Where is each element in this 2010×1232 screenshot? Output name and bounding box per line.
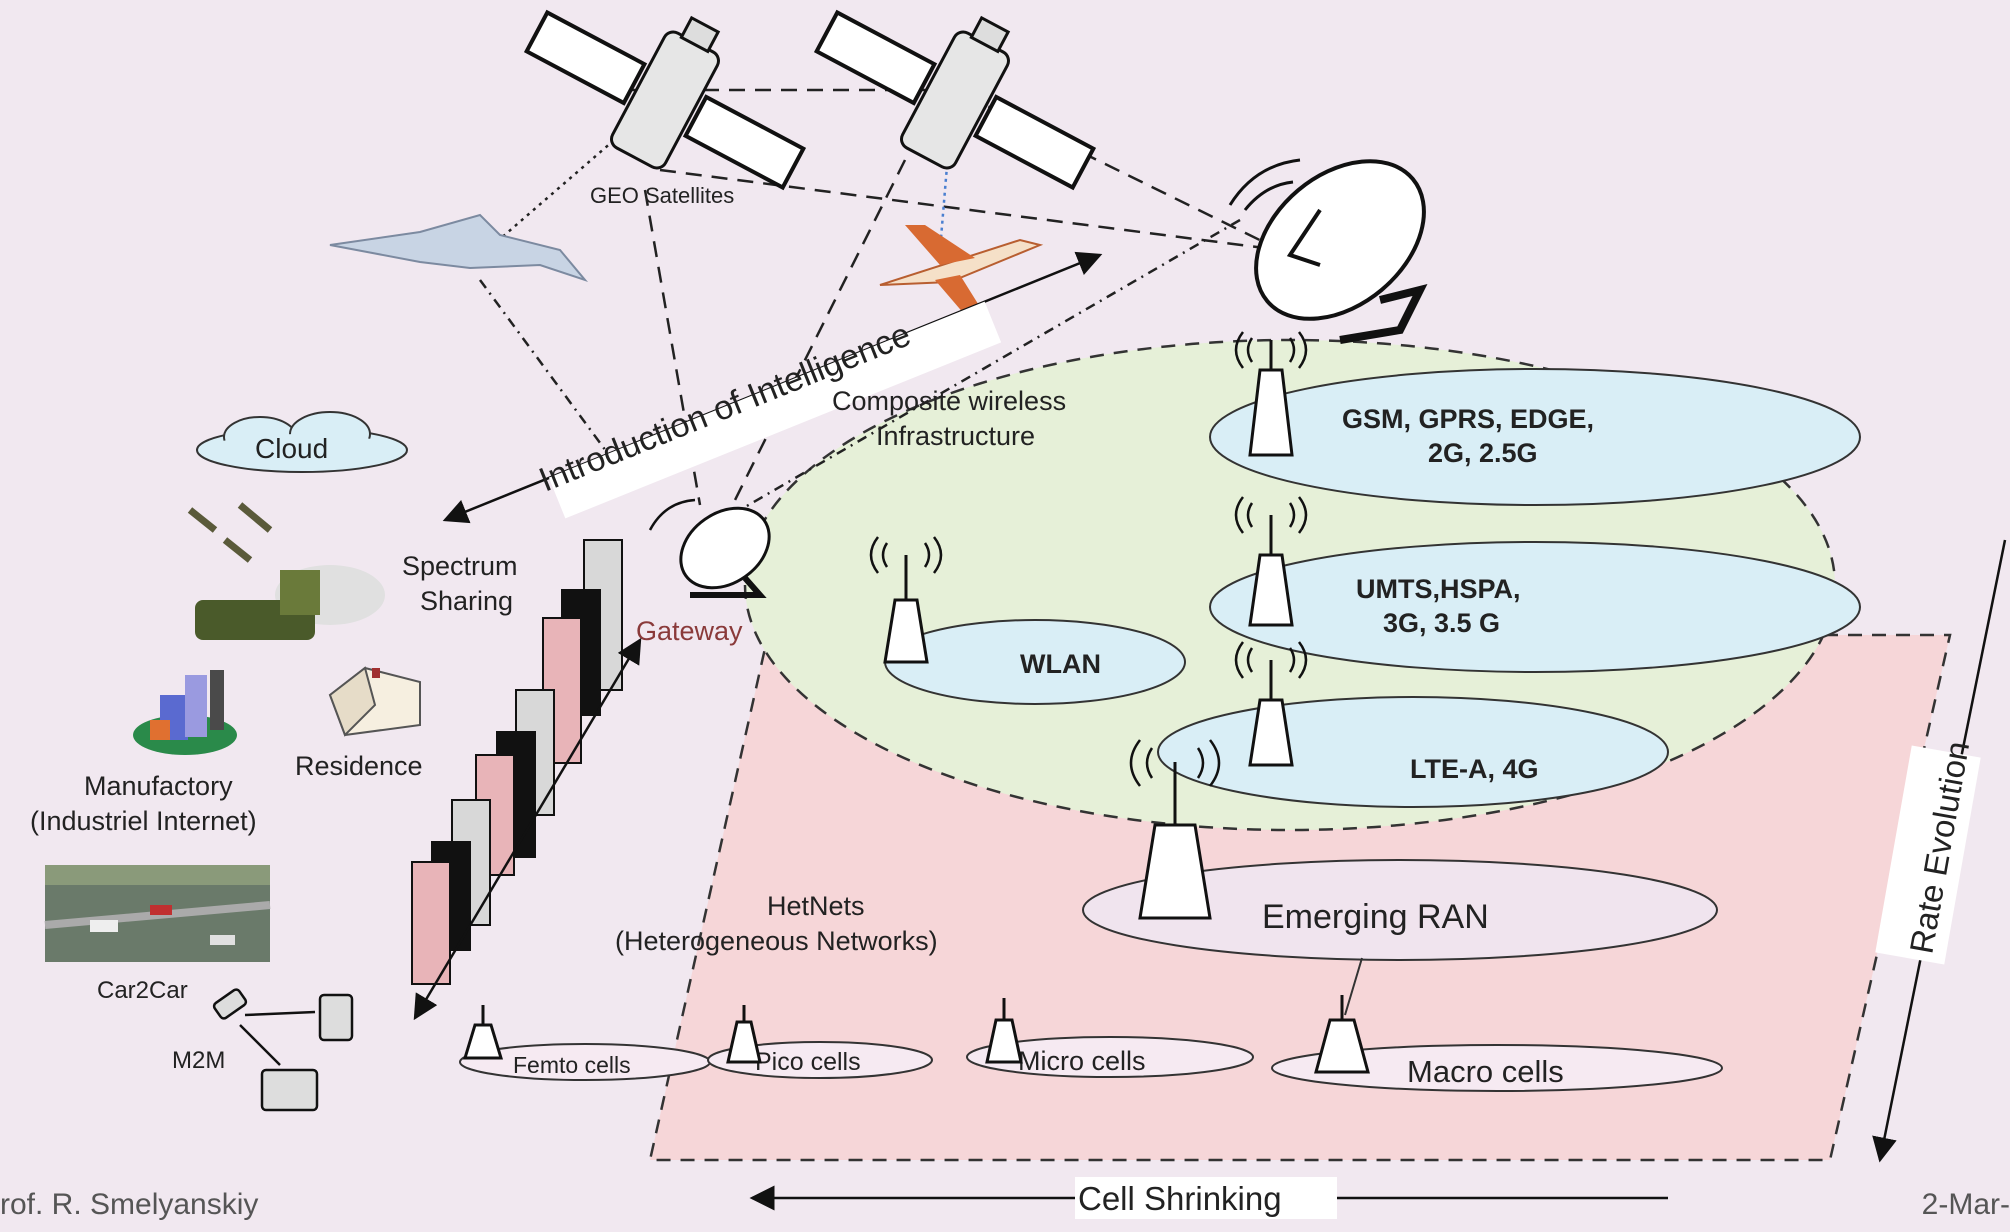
footer-date: 2-Mar- (1921, 1188, 2010, 1221)
umts-label-line2: 3G, 3.5 G (1383, 608, 1500, 638)
lte-cell (1157, 696, 1669, 808)
airliner-icon (879, 225, 1044, 315)
composite-label-line1: Composite wireless (832, 386, 1066, 416)
military-vehicle-icon (187, 502, 385, 640)
gateway-dish-icon (648, 498, 771, 598)
residence-icon (328, 666, 421, 737)
signal-waves-icon (869, 331, 1308, 787)
cloud-icon (196, 411, 408, 473)
satellite-icon (523, 9, 807, 191)
geo-satellites-label: GEO Satellites (590, 183, 734, 208)
umts-cell (1209, 541, 1861, 673)
emerging-ran-cell (1082, 859, 1718, 961)
hetnets-label-line2: (Heterogeneous Networks) (615, 926, 938, 956)
micro-label: Micro cells (1018, 1046, 1146, 1076)
antenna-icon (462, 340, 1370, 1074)
gsm-cell (1209, 368, 1861, 506)
manufactory-label-line1: Manufactory (84, 771, 233, 801)
pico-label: Pico cells (755, 1048, 861, 1076)
factory-icon (133, 670, 237, 755)
emerging-ran-label: Emerging RAN (1262, 898, 1489, 936)
gsm-label-line2: 2G, 2.5G (1428, 438, 1538, 468)
spectrum-label-line1: Spectrum (402, 551, 518, 581)
traffic-photo-icon (44, 865, 271, 962)
satellite-icon (813, 9, 1097, 191)
hetnets-label-line1: HetNets (767, 891, 865, 921)
spectrum-label-line2: Sharing (420, 586, 513, 616)
micro-cell (966, 1036, 1254, 1078)
fighter-jet-icon (329, 213, 589, 283)
lte-label: LTE-A, 4G (1410, 754, 1539, 784)
composite-label-line2: Infrastructure (876, 421, 1035, 451)
cell-shrinking-label: Cell Shrinking (1078, 1180, 1282, 1217)
wlan-label: WLAN (1020, 649, 1101, 679)
m2m-label: M2M (172, 1047, 225, 1074)
cloud-label: Cloud (255, 433, 328, 464)
satellite-dish-icon (1228, 158, 1428, 344)
manufactory-label-line2: (Industriel Internet) (30, 806, 257, 836)
gateway-label: Gateway (636, 616, 743, 646)
pico-cell (707, 1041, 933, 1079)
residence-label: Residence (295, 751, 423, 781)
m2m-devices-icon (212, 988, 354, 1112)
car2car-label: Car2Car (97, 977, 188, 1004)
macro-cell (1271, 1044, 1723, 1092)
umts-label-line1: UMTS,HSPA, (1356, 574, 1521, 604)
macro-label: Macro cells (1407, 1054, 1564, 1089)
gsm-label-line1: GSM, GPRS, EDGE, (1342, 404, 1594, 434)
femto-label: Femto cells (513, 1052, 631, 1078)
footer-author: rof. R. Smelyanskiy (0, 1188, 259, 1221)
